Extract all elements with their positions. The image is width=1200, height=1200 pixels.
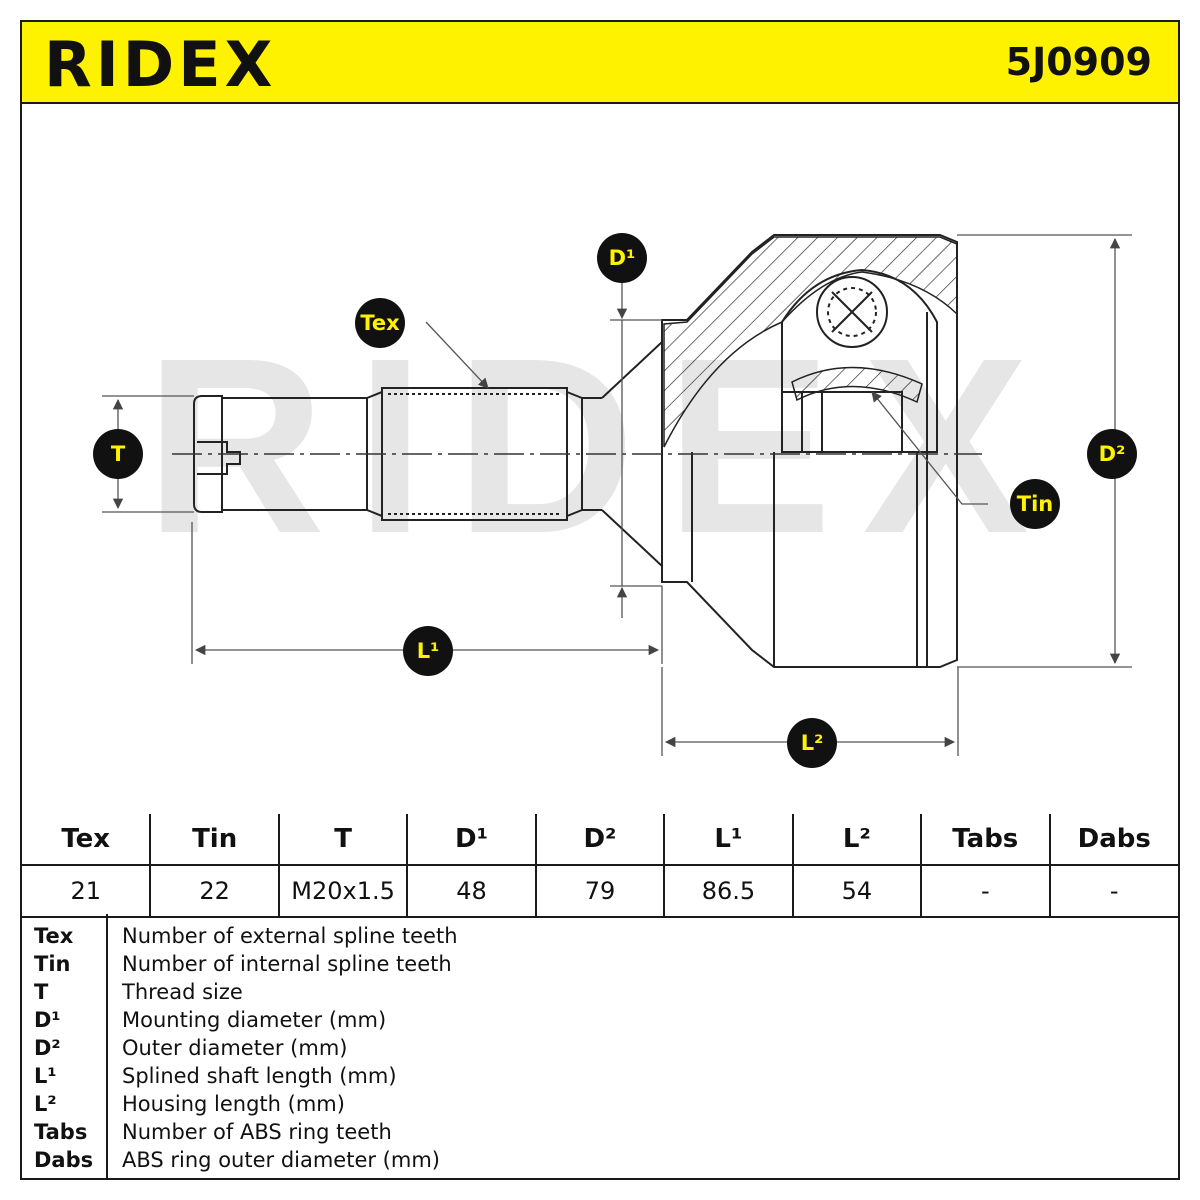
header-tabs: Tabs bbox=[920, 814, 1051, 866]
header-tin: Tin bbox=[149, 814, 280, 866]
legend-term: Dabs bbox=[34, 1148, 94, 1172]
header-l2: L² bbox=[791, 814, 923, 866]
legend: Tex Number of external spline teeth Tin … bbox=[22, 914, 1178, 1178]
value-tabs: - bbox=[920, 864, 1051, 918]
header-bar: RIDEX 5J0909 bbox=[22, 22, 1178, 104]
legend-desc: Number of internal spline teeth bbox=[122, 952, 452, 976]
value-t: M20x1.5 bbox=[277, 864, 409, 918]
legend-term: L¹ bbox=[34, 1064, 57, 1088]
legend-term: D¹ bbox=[34, 1008, 61, 1032]
badge-tin: Tin bbox=[1010, 479, 1060, 529]
housing-section bbox=[663, 236, 958, 448]
badge-l1: L¹ bbox=[403, 626, 453, 676]
legend-item: T Thread size bbox=[22, 978, 1178, 1006]
legend-item: Tin Number of internal spline teeth bbox=[22, 950, 1178, 978]
legend-term: D² bbox=[34, 1036, 61, 1060]
header-dabs: Dabs bbox=[1048, 814, 1178, 866]
value-d1: 48 bbox=[406, 864, 537, 918]
watermark: RIDEX bbox=[145, 306, 1059, 585]
legend-item: L¹ Splined shaft length (mm) bbox=[22, 1062, 1178, 1090]
legend-item: D¹ Mounting diameter (mm) bbox=[22, 1006, 1178, 1034]
legend-desc: Mounting diameter (mm) bbox=[122, 1008, 387, 1032]
legend-desc: Housing length (mm) bbox=[122, 1092, 345, 1116]
spec-table: Tex Tin T D¹ D² L¹ L² Tabs Dabs 21 22 M2… bbox=[22, 814, 1178, 918]
header-d1: D¹ bbox=[406, 814, 537, 866]
value-tex: 21 bbox=[22, 864, 152, 918]
header-t: T bbox=[277, 814, 409, 866]
header-l1: L¹ bbox=[663, 814, 794, 866]
legend-term: Tex bbox=[34, 924, 74, 948]
legend-desc: Number of external spline teeth bbox=[122, 924, 458, 948]
legend-item: L² Housing length (mm) bbox=[22, 1090, 1178, 1118]
badge-l2: L² bbox=[787, 718, 837, 768]
legend-item: Dabs ABS ring outer diameter (mm) bbox=[22, 1146, 1178, 1174]
header-d2: D² bbox=[534, 814, 666, 866]
cage-section bbox=[791, 366, 923, 404]
legend-term: Tin bbox=[34, 952, 71, 976]
badge-d1: D¹ bbox=[597, 233, 647, 283]
legend-desc: Thread size bbox=[122, 980, 243, 1004]
value-tin: 22 bbox=[149, 864, 280, 918]
legend-desc: Number of ABS ring teeth bbox=[122, 1120, 392, 1144]
legend-term: L² bbox=[34, 1092, 57, 1116]
value-d2: 79 bbox=[534, 864, 666, 918]
legend-desc: Outer diameter (mm) bbox=[122, 1036, 348, 1060]
legend-desc: Splined shaft length (mm) bbox=[122, 1064, 397, 1088]
spec-header-row: Tex Tin T D¹ D² L¹ L² Tabs Dabs bbox=[22, 814, 1178, 866]
legend-term: Tabs bbox=[34, 1120, 88, 1144]
value-l1: 86.5 bbox=[663, 864, 794, 918]
spec-value-row: 21 22 M20x1.5 48 79 86.5 54 - - bbox=[22, 864, 1178, 918]
legend-term: T bbox=[34, 980, 49, 1004]
legend-desc: ABS ring outer diameter (mm) bbox=[122, 1148, 440, 1172]
header-tex: Tex bbox=[22, 814, 152, 866]
badge-d2: D² bbox=[1087, 429, 1137, 479]
badge-tex: Tex bbox=[355, 298, 405, 348]
part-number: 5J0909 bbox=[1005, 40, 1152, 84]
legend-divider bbox=[106, 914, 108, 1178]
cv-joint-drawing: RIDEX bbox=[102, 234, 1132, 756]
legend-item: Tex Number of external spline teeth bbox=[22, 922, 1178, 950]
technical-drawing: RIDEX bbox=[22, 102, 1178, 814]
product-sheet: RIDEX 5J0909 RIDEX bbox=[20, 20, 1180, 1180]
badge-t: T bbox=[93, 429, 143, 479]
brand-logo: RIDEX bbox=[44, 28, 277, 101]
value-dabs: - bbox=[1048, 864, 1178, 918]
legend-item: D² Outer diameter (mm) bbox=[22, 1034, 1178, 1062]
value-l2: 54 bbox=[791, 864, 923, 918]
legend-item: Tabs Number of ABS ring teeth bbox=[22, 1118, 1178, 1146]
